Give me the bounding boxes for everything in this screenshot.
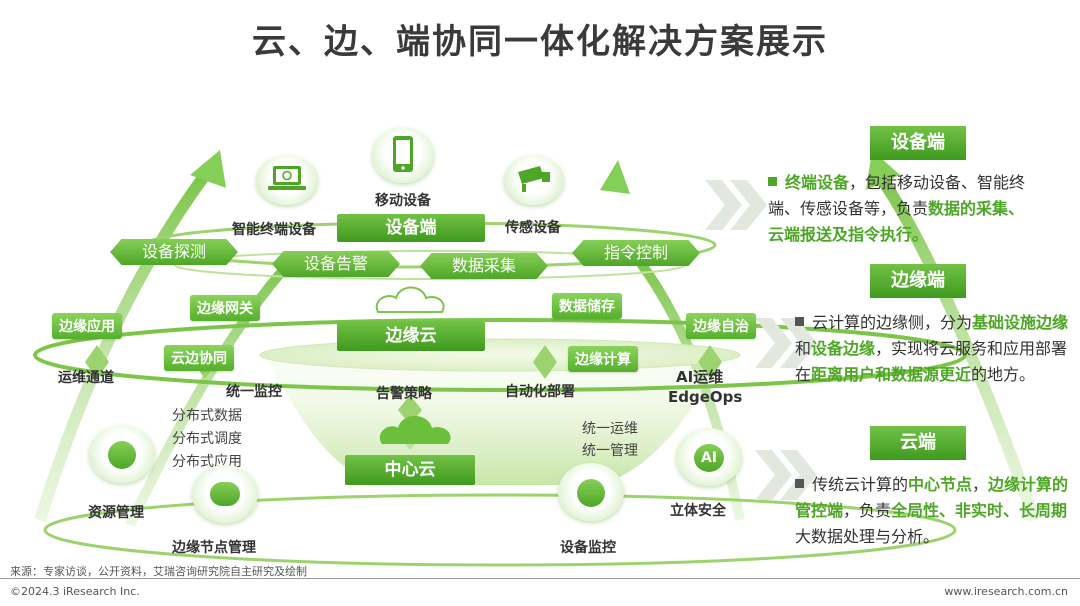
highlighted-text: 距离用户和数据源更近 [811, 365, 971, 384]
center-layer-label: 中心云 [345, 455, 475, 485]
funnel-shape [268, 360, 718, 485]
device-end-desc: 终端设备，包括移动设备、智能终端、传感设备等，负责数据的采集、云端报送及指令执行… [768, 170, 1033, 248]
desc-text: ，负责 [843, 501, 891, 520]
website: www.iresearch.com.cn [944, 585, 1068, 598]
distributed-schedule-label: 分布式调度 [172, 430, 242, 449]
footer-divider [0, 578, 1080, 579]
unified-ops-label: 统一运维 [582, 420, 638, 439]
device-end-text: 终端设备，包括移动设备、智能终端、传感设备等，负责数据的采集、云端报送及指令执行… [768, 173, 1025, 244]
ops-channel-label: 运维通道 [58, 367, 114, 387]
desc-text: 的地方。 [971, 365, 1035, 384]
highlighted-text: 设备边缘 [811, 339, 875, 358]
right-small-arrowhead [600, 160, 630, 194]
terminal-device-label: 智能终端设备 [232, 219, 316, 239]
desc-text: 传统云计算的 [812, 475, 908, 494]
command-control-band: 指令控制 [572, 240, 700, 266]
cloud-end-text: 传统云计算的中心节点，边缘计算的管控端，负责全局性、非实时、长周期大数据处理与分… [795, 475, 1068, 546]
bullet-icon [795, 479, 804, 488]
desc-text: 大数据处理与分析。 [795, 527, 939, 546]
edge-gateway-pill: 边缘网关 [190, 295, 260, 321]
edge-end-text: 云计算的边缘侧，分为基础设施边缘和设备边缘，实现将云服务和应用部署在距离用户和数… [795, 313, 1068, 384]
edge-autonomy-pill: 边缘自治 [686, 313, 756, 339]
phone-icon [391, 134, 415, 174]
laptop-icon [266, 162, 308, 196]
device-monitor-label: 设备监控 [560, 537, 616, 557]
data-collect-band: 数据采集 [420, 253, 548, 279]
edge-app-pill: 边缘应用 [52, 313, 122, 339]
security-label: 立体安全 [670, 500, 726, 520]
camera-sensor-icon [514, 162, 554, 196]
device-end-heading: 设备端 [870, 126, 966, 160]
sensor-device-label: 传感设备 [505, 217, 561, 237]
edgeops-label: EdgeOps [668, 388, 742, 406]
cloud-end-heading: 云端 [870, 426, 966, 460]
unified-monitor-label: 统一监控 [226, 381, 282, 401]
device-detect-band: 设备探测 [110, 239, 238, 265]
edge-end-heading: 边缘端 [870, 264, 966, 298]
desc-text: 和 [795, 339, 811, 358]
pie-chart-icon [108, 441, 136, 469]
source-note: 来源：专家访谈，公开资料，艾瑞咨询研究院自主研究及绘制 [10, 563, 307, 579]
device-layer-label: 设备端 [337, 214, 485, 242]
ai-chip-icon: AI [694, 444, 724, 472]
highlighted-text: 基础设施边缘 [972, 313, 1068, 332]
edge-end-desc: 云计算的边缘侧，分为基础设施边缘和设备边缘，实现将云服务和应用部署在距离用户和数… [795, 310, 1075, 388]
edge-disc [260, 339, 740, 371]
copyright: ©2024.3 iResearch Inc. [10, 585, 140, 598]
edge-node-mgmt-label: 边缘节点管理 [172, 537, 256, 557]
auto-deploy-label: 自动化部署 [505, 381, 575, 401]
alert-policy-label: 告警策略 [376, 383, 432, 403]
mobile-device-label: 移动设备 [375, 190, 431, 210]
bullet-icon [768, 177, 777, 186]
device-alert-band: 设备告警 [272, 251, 400, 277]
desc-text: 云计算的边缘侧，分为 [812, 313, 972, 332]
cloud-end-desc: 传统云计算的中心节点，边缘计算的管控端，负责全局性、非实时、长周期大数据处理与分… [795, 472, 1075, 550]
edge-cloud-icon [377, 288, 444, 313]
data-storage-pill: 数据储存 [552, 293, 622, 319]
bullet-icon [795, 317, 804, 326]
resource-mgmt-label: 资源管理 [88, 502, 144, 522]
desc-text: ， [972, 475, 988, 494]
unified-manage-label: 统一管理 [582, 442, 638, 461]
distributed-data-label: 分布式数据 [172, 407, 242, 426]
highlighted-text: 全局性、非实时、长周期 [891, 501, 1067, 520]
cloud-node-icon [210, 482, 240, 506]
ai-ops-label: AI运维 [676, 366, 723, 387]
cloud-edge-sync-pill: 云边协同 [164, 345, 234, 371]
highlighted-text: 中心节点 [908, 475, 972, 494]
edge-compute-pill: 边缘计算 [568, 346, 638, 372]
highlighted-text: 终端设备 [785, 173, 849, 192]
edge-layer-label: 边缘云 [337, 321, 485, 351]
browser-e-icon [577, 479, 605, 507]
